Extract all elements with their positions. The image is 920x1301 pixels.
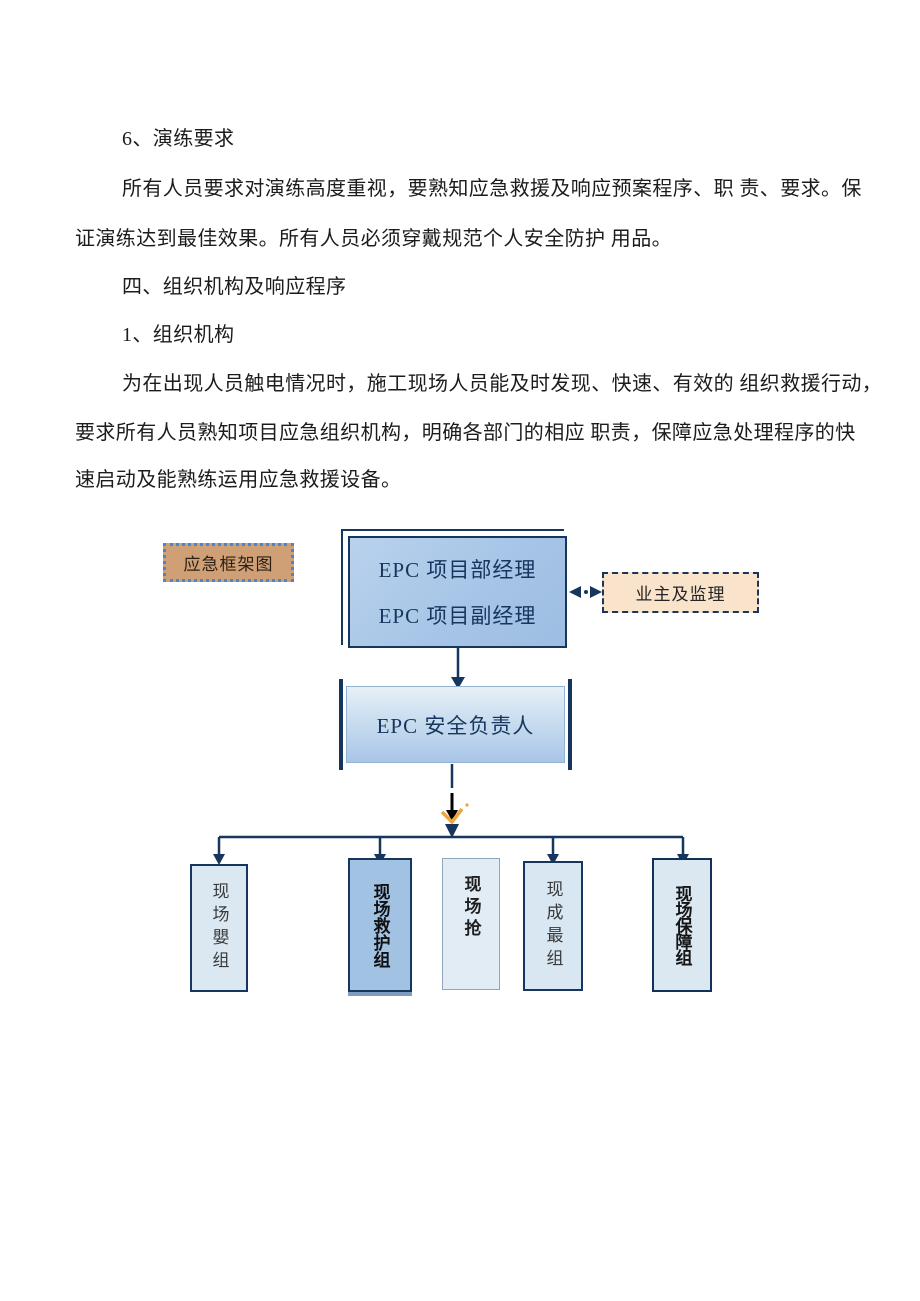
- arrow-safety-to-junction: [440, 764, 469, 838]
- paragraph-org-line-1: 为在出现人员触电情况时，施工现场人员能及时发现、快速、有效的 组织救援行动，: [122, 373, 883, 395]
- arrow-manager-to-safety: [451, 648, 465, 689]
- group-box-1: 现场嬰组: [190, 864, 248, 992]
- manager-box-line-1: EPC 项目部经理: [378, 558, 537, 582]
- owner-supervision-box: 业主及监理: [602, 572, 759, 613]
- group-box-4-label: 现成最组: [543, 880, 563, 972]
- manager-box: EPC 项目部经理 EPC 项目副经理: [348, 536, 567, 648]
- arrow-branch-group-1: [213, 837, 225, 865]
- group-box-5-support: 现场保障组: [652, 858, 712, 992]
- group-box-1-label: 现场嬰组: [209, 882, 229, 974]
- group-box-3: 现场抢: [442, 858, 500, 990]
- paragraph-drill-line-2: 证演练达到最佳效果。所有人员必须穿戴规范个人安全防护 用品。: [75, 228, 672, 250]
- arrow-manager-owner-dashdot: [569, 586, 602, 598]
- manager-box-line-2: EPC 项目副经理: [378, 604, 537, 628]
- group-box-3-label: 现场抢: [461, 875, 481, 941]
- heading-organization: 1、组织机构: [122, 324, 235, 346]
- group-box-4: 现成最组: [523, 861, 583, 991]
- paragraph-drill-line-1: 所有人员要求对演练高度重视，要熟知应急救援及响应预案程序、职 责、要求。保: [122, 178, 862, 200]
- emergency-framework-tag: 应急框架图: [163, 543, 294, 582]
- group-box-2-label: 现场救护组: [370, 882, 390, 968]
- paragraph-org-line-2: 要求所有人员熟知项目应急组织机构，明确各部门的相应 职责，保障应急处理程序的快: [75, 422, 856, 444]
- safety-box-left-bracket: [339, 679, 343, 770]
- manager-box-offset-outline: [341, 529, 564, 645]
- safety-officer-box: EPC 安全负责人: [346, 686, 565, 763]
- heading-section-four: 四、组织机构及响应程序: [122, 276, 347, 298]
- heading-drill-requirements: 6、演练要求: [122, 128, 235, 150]
- group-box-2-rescue: 现场救护组: [348, 858, 412, 992]
- group-box-5-label: 现场保障组: [672, 885, 692, 965]
- safety-box-right-bracket: [568, 679, 572, 770]
- paragraph-org-line-3: 速启动及能熟练运用应急救援设备。: [75, 469, 402, 491]
